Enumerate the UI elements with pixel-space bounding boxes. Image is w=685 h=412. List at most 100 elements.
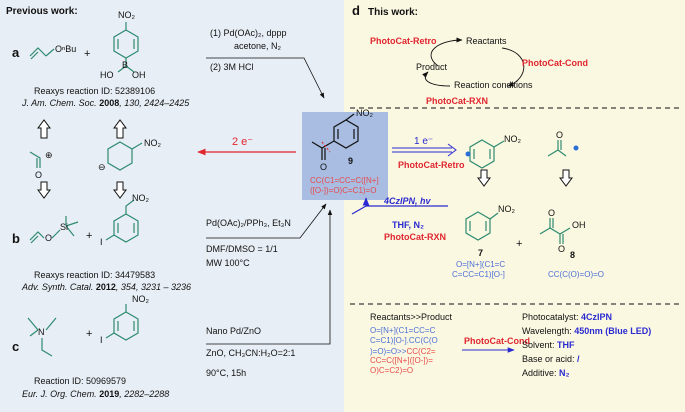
b-condition-2: DMF/DMSO = 1/1 <box>206 244 278 254</box>
c7-nitro: NO₂ <box>498 204 515 214</box>
c-iodo: I <box>100 335 103 345</box>
a-ref-rest: , 130, 2424–2425 <box>119 98 190 108</box>
cond-smiles-5: O)C=C2)=O <box>370 366 414 375</box>
hollow-arrows-up <box>37 119 127 139</box>
additive-label: Additive: <box>522 368 560 378</box>
radical-dot-aryl <box>465 151 471 157</box>
b-reference: Adv. Synth. Catal. 2012, 354, 3231 – 323… <box>22 282 191 292</box>
a-condition-2: acetone, N₂ <box>234 41 282 51</box>
wavelength-value: 450nm (Blue LED) <box>574 326 652 336</box>
cond-title: Reactants>>Product <box>370 312 453 322</box>
c7-smiles-2: C=CC=C1)[O-] <box>452 270 505 279</box>
additive-row: Additive: N₂ <box>522 368 570 378</box>
aryl-nitro: NO₂ <box>144 138 161 148</box>
two-electron-label: 2 e⁻ <box>232 136 254 148</box>
panel-b-label: b <box>12 231 20 246</box>
nitroaryl-anion <box>107 141 143 171</box>
base-row: Base or acid: / <box>522 354 580 364</box>
solvent-value: THF <box>557 340 575 350</box>
cycle-product: Product <box>416 62 448 72</box>
this-work-heading: This work: <box>368 7 419 18</box>
solvent-label: Solvent: <box>522 340 558 350</box>
a-condition-1: (1) Pd(OAc)₂, dppp <box>210 28 287 38</box>
c7-number: 7 <box>478 248 484 258</box>
panel-a-label: a <box>12 45 20 60</box>
a-plus: + <box>84 48 91 60</box>
cycle-rxn: PhotoCat-RXN <box>426 96 488 106</box>
base-label: Base or acid: <box>522 354 578 364</box>
c8-oh: OH <box>572 220 586 230</box>
radical-retro-label: PhotoCat-Retro <box>398 160 465 170</box>
c-reaction-id: Reaction ID: 50969579 <box>34 376 127 386</box>
c-nitro: NO₂ <box>132 294 149 304</box>
b-iodo: I <box>100 237 103 247</box>
b-ref-rest: , 354, 3231 – 3236 <box>115 282 191 292</box>
4-iodonitrobenzene-c <box>105 304 139 341</box>
photocatalyst-value: 4CzIPN <box>581 312 613 322</box>
photocatalyst-label: Photocatalyst: <box>522 312 582 322</box>
cond-smiles-3: )=O)=O>> <box>370 347 407 356</box>
forward-solvent: THF, N₂ <box>392 220 424 230</box>
nitrophenylboronic-acid <box>113 22 139 73</box>
a-ref-year: 2008 <box>99 98 120 108</box>
a-ho: HO <box>100 70 114 80</box>
compound-9-smiles-2: ([O-])=O)C=C1)=O <box>310 186 377 195</box>
c-plus: + <box>86 328 93 340</box>
4-iodonitrobenzene-b <box>105 199 139 243</box>
cond-smiles-red-inline: CC(C2= <box>406 347 436 356</box>
c-n: N <box>38 327 45 337</box>
panel-d-label: d <box>352 3 360 18</box>
plus-7-8: + <box>516 238 523 250</box>
hollow-arrows-down <box>37 181 127 199</box>
radical-acyl-o: O <box>556 130 564 140</box>
a-reaxys-id: Reaxys reaction ID: 52389106 <box>34 86 156 96</box>
compound-9-number: 9 <box>348 156 354 166</box>
forward-catalyst: 4CzIPN, hv <box>384 196 431 206</box>
a-oh: OH <box>132 70 146 80</box>
forward-rxn-label: PhotoCat-RXN <box>384 232 446 242</box>
compound-9-structure <box>311 113 359 160</box>
cond-smiles-2: C=C1)[O-].CC(C(O <box>370 336 438 345</box>
cycle-reaction-conditions: Reaction conditions <box>454 80 533 90</box>
compound-9-smiles-1: CC(C1=CC=C([N+] <box>310 176 379 185</box>
photocatalyst-row: Photocatalyst: 4CzIPN <box>522 312 612 322</box>
b-si: Si <box>60 222 69 232</box>
radical-aryl-nitro: NO₂ <box>504 134 521 144</box>
c-reference: Eur. J. Org. Chem. 2019, 2282–2288 <box>22 389 169 399</box>
b-plus: + <box>86 230 93 242</box>
a-alkene-label: OⁿBu <box>55 44 77 54</box>
nitroaryl-radical <box>469 139 505 169</box>
hollow-arrows-right <box>477 169 573 187</box>
a-reference: J. Am. Chem. Soc. 2008, 130, 2424–2425 <box>22 98 189 108</box>
b-ref-year: 2012 <box>95 282 116 292</box>
c8-o-top: O <box>548 208 556 218</box>
silyl-enol-ether <box>29 216 79 244</box>
cycle-reactants: Reactants <box>466 36 507 46</box>
base-value: / <box>577 354 580 364</box>
panel-c-label: c <box>12 339 20 354</box>
radical-dot-acyl <box>573 145 579 151</box>
triethylamine <box>27 317 57 357</box>
additive-value: N₂ <box>559 368 570 378</box>
b-condition-3: MW 100°C <box>206 258 250 268</box>
b-reaxys-id: Reaxys reaction ID: 34479583 <box>34 270 156 280</box>
c-condition-1: Nano Pd/ZnO <box>206 326 262 336</box>
pyruvic-acid-8 <box>539 218 571 244</box>
c8-o-bottom: O <box>558 244 566 254</box>
c-ref-rest: , 2282–2288 <box>119 389 170 399</box>
wavelength-label: Wavelength: <box>522 326 575 336</box>
aryl-minus: ⊖ <box>98 162 106 172</box>
c-condition-3: 90°C, 15h <box>206 368 247 378</box>
a-nitro: NO₂ <box>118 10 135 20</box>
c8-number: 8 <box>570 250 576 260</box>
cond-smiles-3-row: )=O)=O>>CC(C2= <box>370 346 436 356</box>
wavelength-row: Wavelength: 450nm (Blue LED) <box>522 326 651 336</box>
cond-arrow-label: PhotoCat-Cond <box>464 336 530 346</box>
acyl-o: O <box>35 170 43 180</box>
compound-9-nitro: NO₂ <box>356 108 373 118</box>
c8-smiles: CC(C(O)=O)=O <box>548 270 604 279</box>
nitrobenzene-7 <box>465 211 499 241</box>
b-nitro: NO₂ <box>132 193 149 203</box>
